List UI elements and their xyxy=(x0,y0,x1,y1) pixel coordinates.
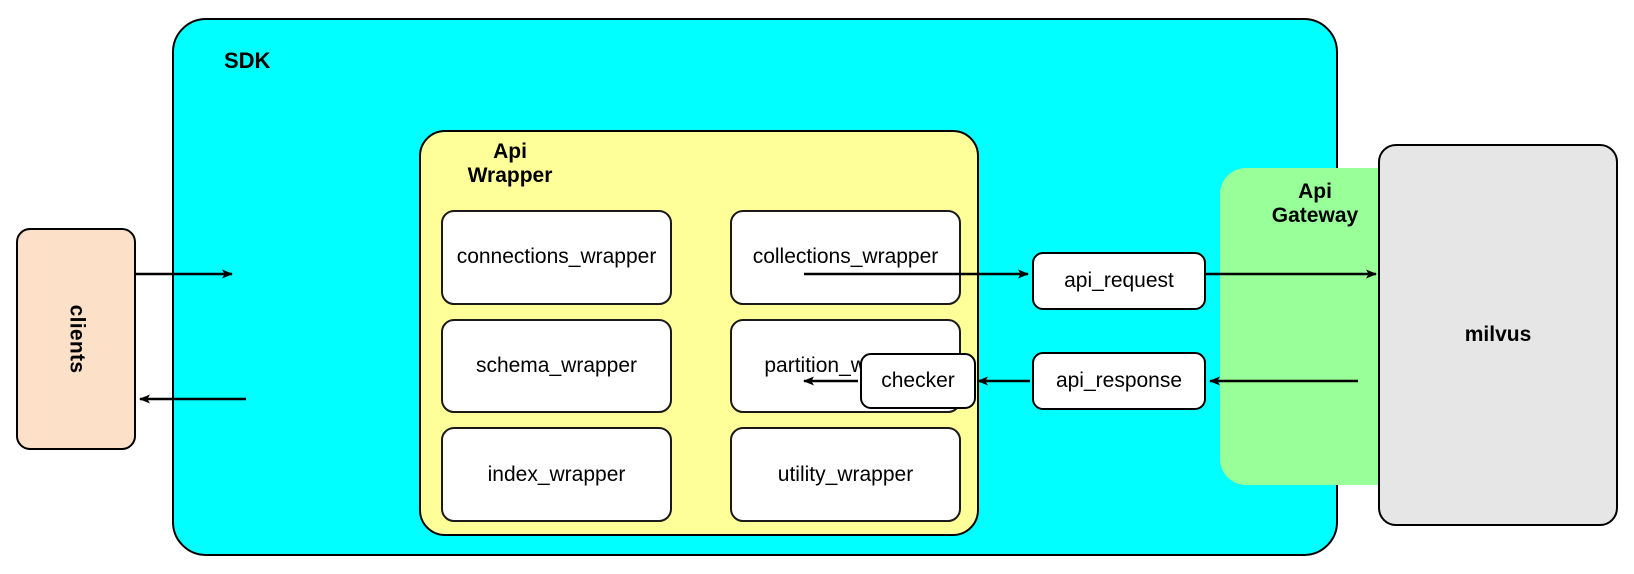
checker-node[interactable]: checker xyxy=(860,353,976,409)
api-wrapper-container[interactable]: Api Wrapper connections_wrapper collecti… xyxy=(419,130,979,536)
clients-node[interactable]: clients xyxy=(16,228,136,450)
module-index-wrapper[interactable]: index_wrapper xyxy=(441,427,672,522)
module-schema-wrapper[interactable]: schema_wrapper xyxy=(441,318,672,414)
module-utility-wrapper[interactable]: utility_wrapper xyxy=(730,427,961,522)
module-connections-wrapper[interactable]: connections_wrapper xyxy=(441,210,672,305)
api-response-node[interactable]: api_response xyxy=(1032,352,1206,410)
api-gateway-label: Api Gateway xyxy=(1271,180,1359,228)
api-wrapper-label: Api Wrapper xyxy=(467,140,553,188)
milvus-node[interactable]: milvus xyxy=(1378,144,1618,526)
clients-label: clients xyxy=(64,304,88,374)
sdk-label: SDK xyxy=(224,48,271,73)
module-collections-wrapper[interactable]: collections_wrapper xyxy=(730,210,961,305)
api-request-node[interactable]: api_request xyxy=(1032,252,1206,310)
